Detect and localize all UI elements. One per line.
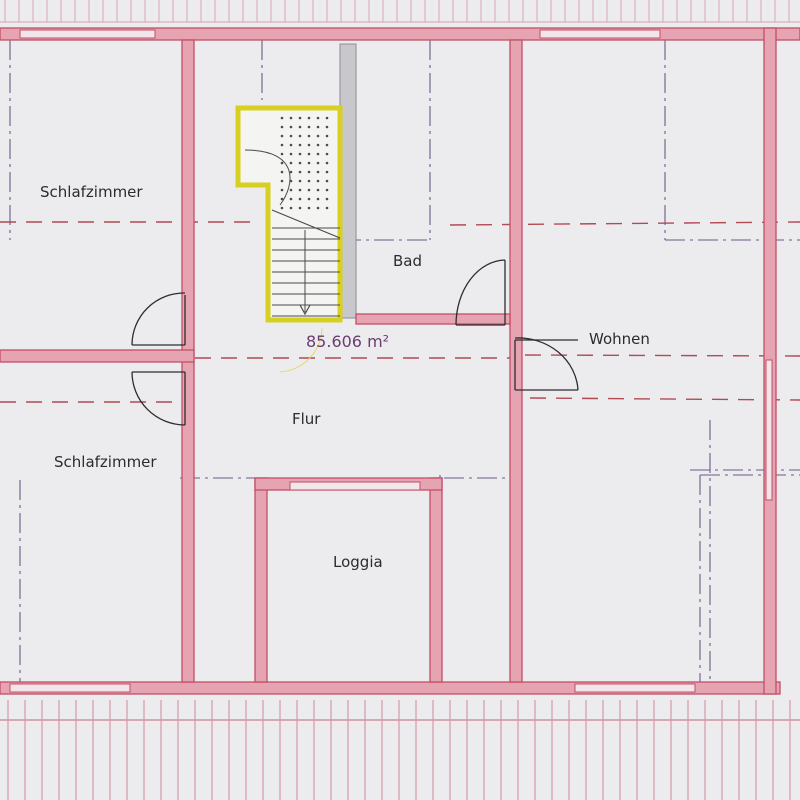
stair-texture <box>289 188 293 192</box>
stair-texture <box>298 161 302 165</box>
stair-texture <box>325 197 329 201</box>
stair-texture <box>298 179 302 183</box>
door-schlafzimmer-bottom <box>131 371 186 426</box>
stair-texture <box>316 197 320 201</box>
stair-texture <box>289 161 293 165</box>
balcony-hatch <box>0 694 800 800</box>
stair-texture <box>316 179 320 183</box>
room-label-schlafzimmer-top: Schlafzimmer <box>40 183 143 201</box>
stair-texture <box>280 125 284 129</box>
stair-texture <box>325 152 329 156</box>
stair-texture <box>298 143 302 147</box>
stair-texture <box>316 188 320 192</box>
stair-texture <box>280 188 284 192</box>
stair-texture <box>298 197 302 201</box>
staircase <box>235 105 343 323</box>
dashdot-lines <box>9 40 800 690</box>
area-label: 85.606 m² <box>306 332 390 351</box>
stair-texture <box>280 134 284 138</box>
stair-texture <box>298 125 302 129</box>
door-schlafzimmer-top <box>131 292 186 346</box>
wall-segment <box>355 313 511 325</box>
wall-segment <box>0 349 195 363</box>
room-label-bad: Bad <box>393 252 423 270</box>
room-label-schlafzimmer-bottom: Schlafzimmer <box>54 453 157 471</box>
stair-texture <box>316 206 320 210</box>
stair-texture <box>325 188 329 192</box>
door-stair <box>279 327 323 373</box>
stair-texture <box>325 170 329 174</box>
stair-texture <box>298 206 302 210</box>
stair-texture <box>298 116 302 120</box>
room-label-flur: Flur <box>292 410 321 428</box>
stair-texture <box>289 143 293 147</box>
door-wohnen <box>514 337 579 391</box>
stair-texture <box>316 170 320 174</box>
stair-texture <box>289 197 293 201</box>
stair-texture <box>316 143 320 147</box>
stair-texture <box>280 197 284 201</box>
dashed-lines <box>0 221 800 403</box>
stair-texture <box>280 179 284 183</box>
stair-texture <box>280 206 284 210</box>
stair-texture <box>307 143 311 147</box>
stair-texture <box>316 116 320 120</box>
stair-texture <box>307 170 311 174</box>
walls <box>0 27 800 695</box>
stair-texture <box>307 179 311 183</box>
stair-texture <box>307 125 311 129</box>
stair-texture <box>289 206 293 210</box>
stair-texture <box>280 152 284 156</box>
stair-texture <box>325 125 329 129</box>
stair-texture <box>289 170 293 174</box>
stair-texture <box>316 134 320 138</box>
wall-segment <box>254 477 268 683</box>
room-label-wohnen: Wohnen <box>589 330 650 348</box>
stair-texture <box>280 170 284 174</box>
stair-texture <box>325 179 329 183</box>
room-label-loggia: Loggia <box>333 553 383 571</box>
stair-texture <box>298 152 302 156</box>
stair-texture <box>298 188 302 192</box>
stair-texture <box>325 116 329 120</box>
stair-texture <box>289 152 293 156</box>
stair-texture <box>280 116 284 120</box>
stair-texture <box>325 143 329 147</box>
door-bad <box>455 259 506 326</box>
stair-texture <box>316 125 320 129</box>
stair-texture <box>298 134 302 138</box>
stair-texture <box>316 161 320 165</box>
stair-texture <box>325 134 329 138</box>
stair-texture <box>307 152 311 156</box>
stair-texture <box>307 116 311 120</box>
stair-texture <box>325 206 329 210</box>
stair-texture <box>280 161 284 165</box>
stair-texture <box>307 197 311 201</box>
doors <box>131 259 579 426</box>
wall-segment <box>509 39 523 683</box>
windows <box>9 29 773 693</box>
stair-texture <box>307 161 311 165</box>
stair-texture <box>307 206 311 210</box>
stair-texture <box>307 188 311 192</box>
top-hatch-lines <box>4 0 790 22</box>
stair-texture <box>289 125 293 129</box>
stair-texture <box>289 116 293 120</box>
wall-segment <box>429 477 443 683</box>
stair-texture <box>325 161 329 165</box>
stair-texture <box>316 152 320 156</box>
stair-texture <box>298 170 302 174</box>
stair-texture <box>280 143 284 147</box>
stair-texture <box>289 134 293 138</box>
stair-texture <box>307 134 311 138</box>
